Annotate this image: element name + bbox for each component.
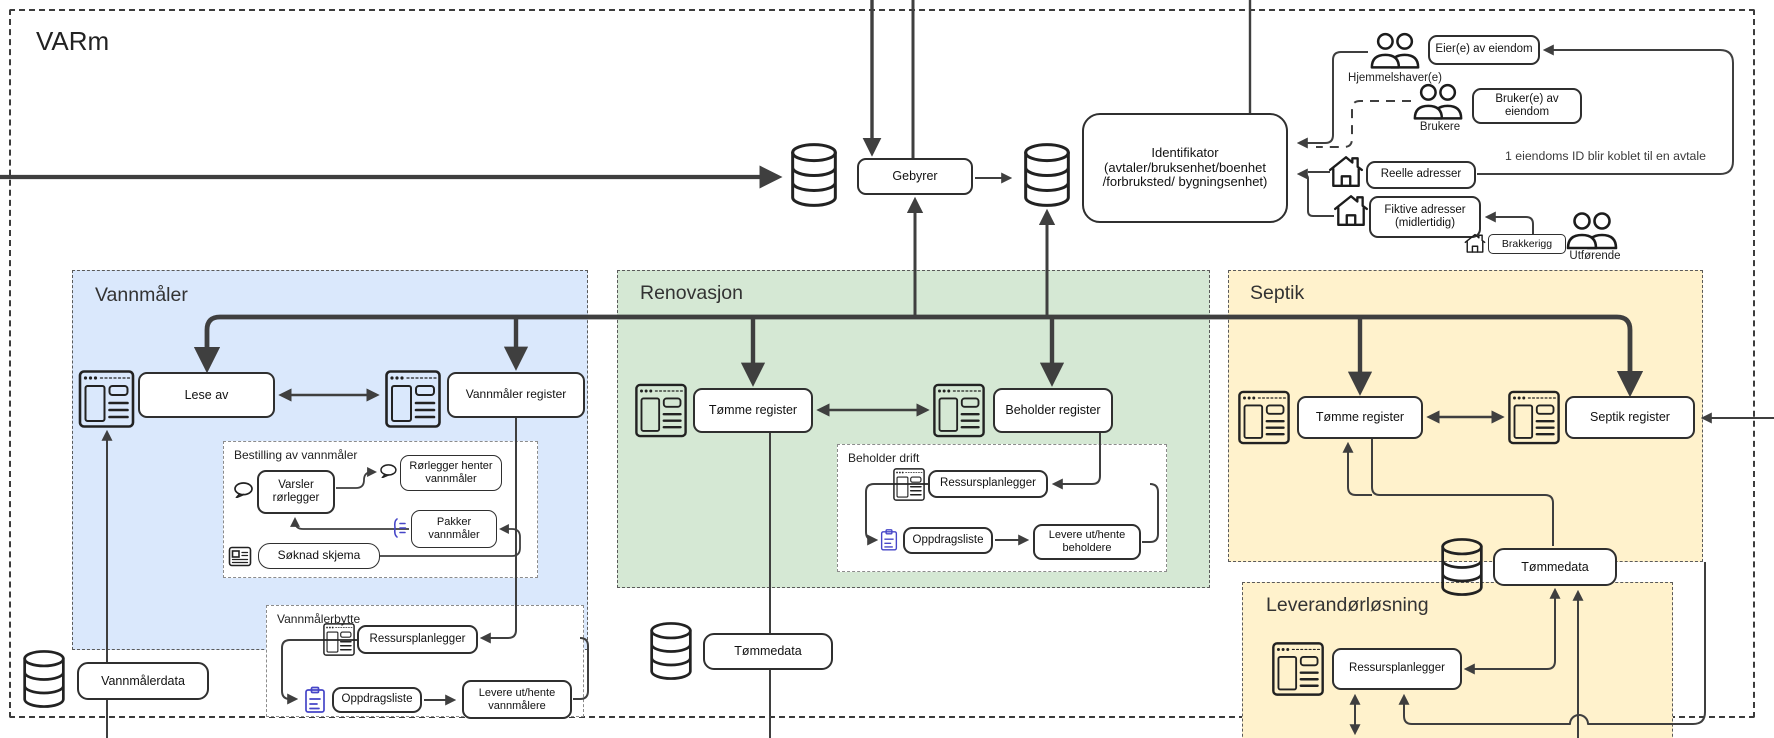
brukere-dashed-link: [1316, 100, 1411, 148]
people-icon: [1564, 212, 1620, 250]
clipboard-icon: [304, 686, 326, 714]
bytte-ressursplanlegger-node: Ressursplanlegger: [357, 625, 478, 654]
diagram-title: VARm: [36, 26, 110, 56]
drift-levere-node: Levere ut/hente beholdere: [1033, 524, 1141, 560]
addresses-bracket: [1299, 172, 1334, 217]
section-title-septik: Septik: [1250, 282, 1305, 304]
bytte-oppdragsliste-node: Oppdragsliste: [332, 687, 422, 713]
browser-window-icon: [1508, 390, 1560, 445]
beholder-register-node: Beholder register: [993, 388, 1113, 433]
database-icon: [1438, 538, 1486, 596]
database-icon: [20, 650, 68, 708]
vannmaler-register-node: Vannmåler register: [447, 372, 585, 418]
septik-tomme-register-node: Tømme register: [1297, 396, 1423, 439]
browser-window-icon: [635, 383, 687, 438]
drift-oppdragsliste-node: Oppdragsliste: [903, 527, 993, 554]
varsler-to-henter: [336, 467, 377, 489]
database-icon: [645, 622, 697, 680]
pakker-to-varsler: [290, 517, 409, 530]
house-icon: [1464, 232, 1486, 254]
pakker-vannmaler-node: Pakker vannmåler: [411, 510, 497, 548]
browser-window-icon: [893, 468, 925, 501]
register-to-bytte: [479, 418, 517, 644]
fiktive-adresser-node: Fiktive adresser (midlertidig): [1369, 196, 1481, 238]
document-icon: [228, 546, 252, 567]
drift-left-loop: [865, 483, 928, 546]
speech-bubble-icon: [379, 464, 397, 478]
bytte-levere-node: Levere ut/hente vannmålere: [462, 680, 572, 719]
lese-av-node: Lese av: [138, 372, 275, 418]
database-icon: [1020, 143, 1074, 207]
browser-window-icon: [1270, 642, 1326, 696]
drift-ressursplanlegger-node: Ressursplanlegger: [928, 470, 1048, 498]
soknad-to-pakker: [380, 524, 521, 557]
trunk-line: [193, 314, 1644, 398]
eiendoms-id-note: 1 eiendoms ID blir koblet til en avtale: [1505, 149, 1706, 163]
list-icon: [392, 517, 407, 539]
reelle-adresser-node: Reelle adresser: [1366, 161, 1476, 189]
hjemmelshaver-label: Hjemmelshaver(e): [1348, 72, 1442, 84]
bytte-levere-loop: [573, 637, 589, 700]
eiendomsid-loop: [1477, 44, 1734, 175]
clipboard-icon: [880, 526, 898, 554]
people-icon: [1411, 83, 1465, 121]
varsler-rorlegger-node: Varsler rørlegger: [257, 470, 335, 514]
beholder-to-drift: [1051, 432, 1101, 490]
septik-tommedata-node: Tømmedata: [1493, 548, 1617, 586]
identifikator-node: Identifikator (avtaler/bruksenhet/boenhe…: [1082, 113, 1288, 223]
bruker-av-eiendom-node: Bruker(e) av eiendom: [1472, 88, 1582, 124]
people-icon: [1368, 32, 1422, 70]
group-vannmalerbytte-title: Vannmålerbytte: [277, 612, 361, 626]
gebyrer-node: Gebyrer: [857, 158, 973, 195]
renovasjon-tomme-register-node: Tømme register: [693, 388, 813, 433]
section-title-leverandor: Leverandørløsning: [1266, 594, 1429, 616]
septik-to-tommedata: [1371, 438, 1554, 546]
varm-boundary: [9, 9, 1755, 718]
browser-window-icon: [1238, 390, 1290, 445]
house-icon: [1333, 193, 1369, 227]
hjemmelshaver-to-identifikator: [1296, 51, 1368, 149]
speech-bubble-icon: [233, 482, 253, 498]
leverandor-ressursplanlegger-node: Ressursplanlegger: [1332, 648, 1462, 690]
house-icon: [1328, 154, 1364, 188]
loop-to-ressursplanlegger: [1398, 562, 1706, 725]
brukere-label: Brukere: [1419, 121, 1461, 133]
bytte-left-loop: [281, 639, 357, 705]
group-beholder-drift-title: Beholder drift: [848, 451, 920, 465]
soknad-skjema-node: Søknad skjema: [258, 543, 380, 569]
utforende-label: Utførende: [1569, 250, 1621, 262]
eier-node: Eier(e) av eiendom: [1428, 35, 1540, 65]
browser-window-icon: [78, 370, 135, 428]
browser-window-icon: [385, 370, 441, 428]
brakkerigg-node: Brakkerigg: [1488, 234, 1566, 254]
brakkerigg-to-fiktive: [1484, 211, 1534, 234]
renovasjon-tommedata-node: Tømmedata: [703, 633, 833, 670]
drift-levere-loop: [1142, 483, 1159, 543]
group-bestilling-title: Bestilling av vannmåler: [234, 448, 358, 462]
septik-tomme-up: [1342, 441, 1372, 496]
tommedata-to-ressursplanlegger: [1463, 587, 1561, 675]
section-title-renovasjon: Renovasjon: [640, 282, 743, 304]
rorlegger-henter-node: Rørlegger henter vannmåler: [400, 455, 502, 491]
browser-window-icon: [933, 383, 985, 438]
browser-window-icon: [323, 623, 355, 656]
septik-register-node: Septik register: [1565, 396, 1695, 439]
vannmalerdata-node: Vannmålerdata: [77, 662, 209, 700]
section-title-vannmaler: Vannmåler: [95, 284, 188, 306]
database-icon: [787, 143, 841, 207]
